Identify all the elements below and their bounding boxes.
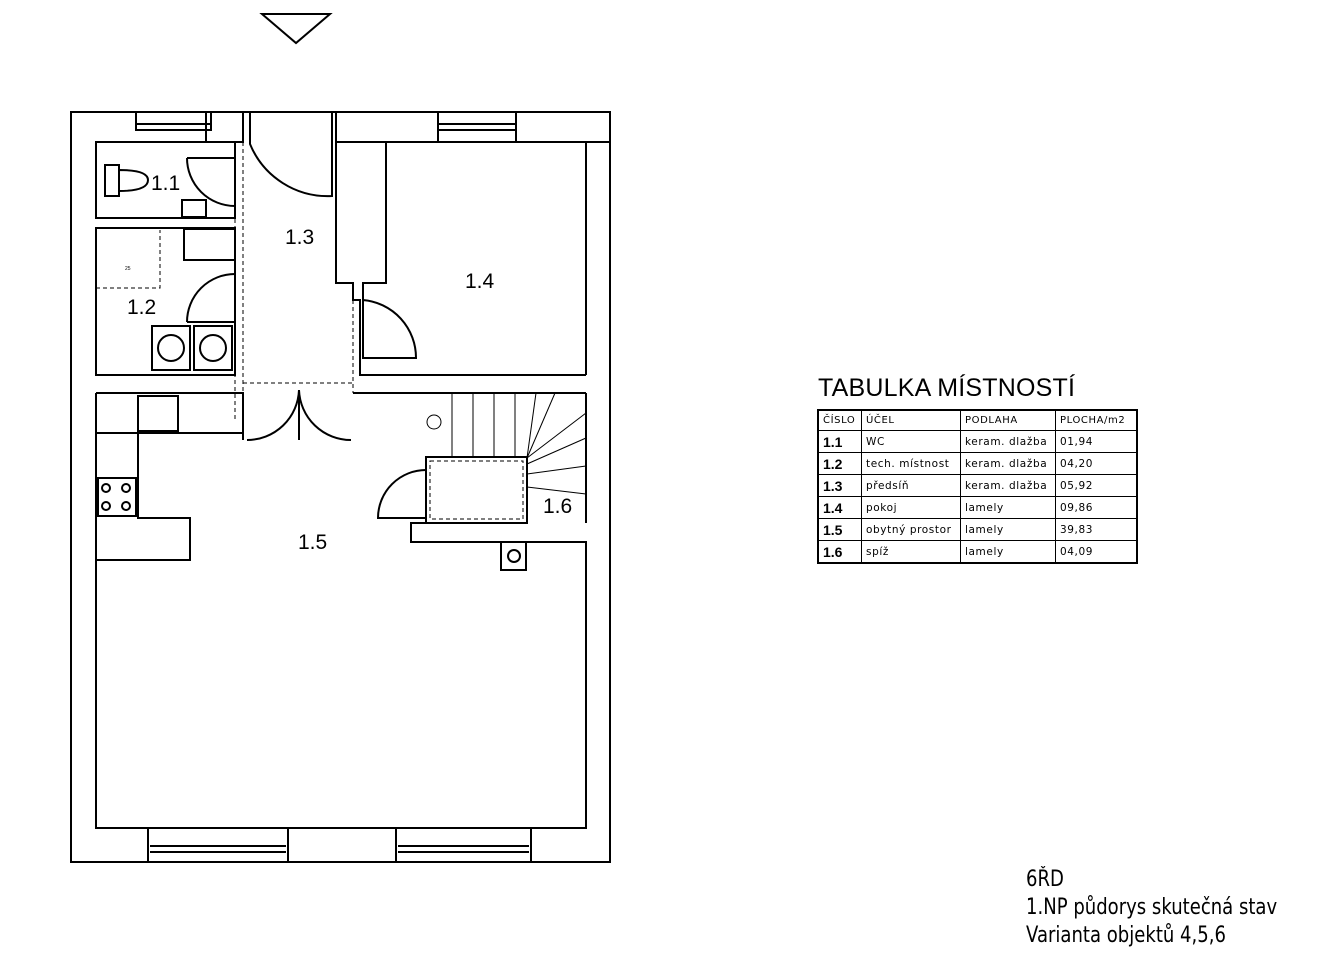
- interior-wall-outline: [95, 112, 587, 829]
- cell-ucel: tech. místnost: [861, 452, 961, 475]
- sink-icon: [181, 199, 207, 218]
- room-label-1-6: 1.6: [543, 495, 572, 518]
- staircase: [426, 392, 587, 495]
- floor-plan: 1.1 1.2 1.3 1.4 1.5 1.6 25: [70, 13, 611, 863]
- table-row: 1.5 obytný prostor lamely 39,83: [817, 518, 1138, 541]
- pantry-room: [425, 456, 528, 524]
- cell-plocha: 09,86: [1055, 496, 1138, 519]
- header-podlaha: PODLAHA: [960, 409, 1056, 431]
- boiler-icon: [183, 228, 236, 261]
- cell-podlaha: keram. dlažba: [960, 474, 1056, 497]
- table-row: 1.2 tech. místnost keram. dlažba 04,20: [817, 452, 1138, 475]
- cell-podlaha: lamely: [960, 540, 1056, 564]
- cell-podlaha: lamely: [960, 496, 1056, 519]
- kitchen-sink-icon: [137, 395, 179, 432]
- toilet-icon: [104, 164, 120, 197]
- door-tech: [186, 273, 236, 323]
- door-living: [246, 389, 352, 441]
- cell-ucel: pokoj: [861, 496, 961, 519]
- cell-cislo: 1.6: [817, 540, 862, 564]
- stair-newel-icon: [426, 414, 442, 430]
- cell-ucel: předsíň: [861, 474, 961, 497]
- washer-1-icon: [151, 325, 191, 371]
- cell-podlaha: lamely: [960, 518, 1056, 541]
- cell-cislo: 1.3: [817, 474, 862, 497]
- room-label-1-3: 1.3: [285, 226, 314, 249]
- caption-line-2: 1.NP půdorys skutečná stav: [1026, 895, 1278, 920]
- drawing-caption: 6ŘD 1.NP půdorys skutečná stav Varianta …: [1026, 866, 1277, 950]
- chimney-icon: [500, 541, 527, 571]
- door-wc: [186, 157, 236, 207]
- cell-plocha: 04,09: [1055, 540, 1138, 564]
- cell-cislo: 1.4: [817, 496, 862, 519]
- cell-ucel: WC: [861, 430, 961, 453]
- room-table: ČÍSLO ÚČEL PODLAHA PLOCHA/m2 1.1 WC kera…: [817, 409, 1138, 564]
- washer-2-icon: [193, 325, 233, 371]
- door-room: [362, 299, 418, 359]
- kitchen-counter: [96, 432, 243, 561]
- cell-cislo: 1.1: [817, 430, 862, 453]
- table-row: 1.6 spíž lamely 04,09: [817, 540, 1138, 564]
- room-table-header: ČÍSLO ÚČEL PODLAHA PLOCHA/m2: [817, 409, 1138, 431]
- header-ucel: ÚČEL: [861, 409, 961, 431]
- tech-room: [95, 227, 236, 376]
- cell-podlaha: keram. dlažba: [960, 430, 1056, 453]
- cell-ucel: spíž: [861, 540, 961, 564]
- room-label-1-2: 1.2: [127, 296, 156, 319]
- cell-cislo: 1.5: [817, 518, 862, 541]
- room-label-1-5: 1.5: [298, 531, 327, 554]
- room-label-1-4: 1.4: [465, 270, 495, 293]
- room-table-title: TABULKA MÍSTNOSTÍ: [818, 374, 1076, 402]
- door-pantry: [376, 469, 427, 519]
- cell-plocha: 05,92: [1055, 474, 1138, 497]
- cell-plocha: 39,83: [1055, 518, 1138, 541]
- table-row: 1.4 pokoj lamely 09,86: [817, 496, 1138, 519]
- entrance-marker-icon: [259, 13, 333, 45]
- cell-plocha: 04,20: [1055, 452, 1138, 475]
- header-plocha: PLOCHA/m2: [1055, 409, 1138, 431]
- caption-line-1: 6ŘD: [1026, 867, 1064, 892]
- cell-ucel: obytný prostor: [861, 518, 961, 541]
- cell-podlaha: keram. dlažba: [960, 452, 1056, 475]
- header-cislo: ČÍSLO: [817, 409, 862, 431]
- room-label-1-1: 1.1: [151, 172, 180, 195]
- table-row: 1.3 předsíň keram. dlažba 05,92: [817, 474, 1138, 497]
- cell-cislo: 1.2: [817, 452, 862, 475]
- cell-plocha: 01,94: [1055, 430, 1138, 453]
- door-entrance: [249, 112, 333, 198]
- table-row: 1.1 WC keram. dlažba 01,94: [817, 430, 1138, 453]
- cooktop-icon: [97, 477, 137, 517]
- caption-line-3: Varianta objektů 4,5,6: [1026, 923, 1226, 948]
- plan-small-note: 25: [125, 266, 131, 272]
